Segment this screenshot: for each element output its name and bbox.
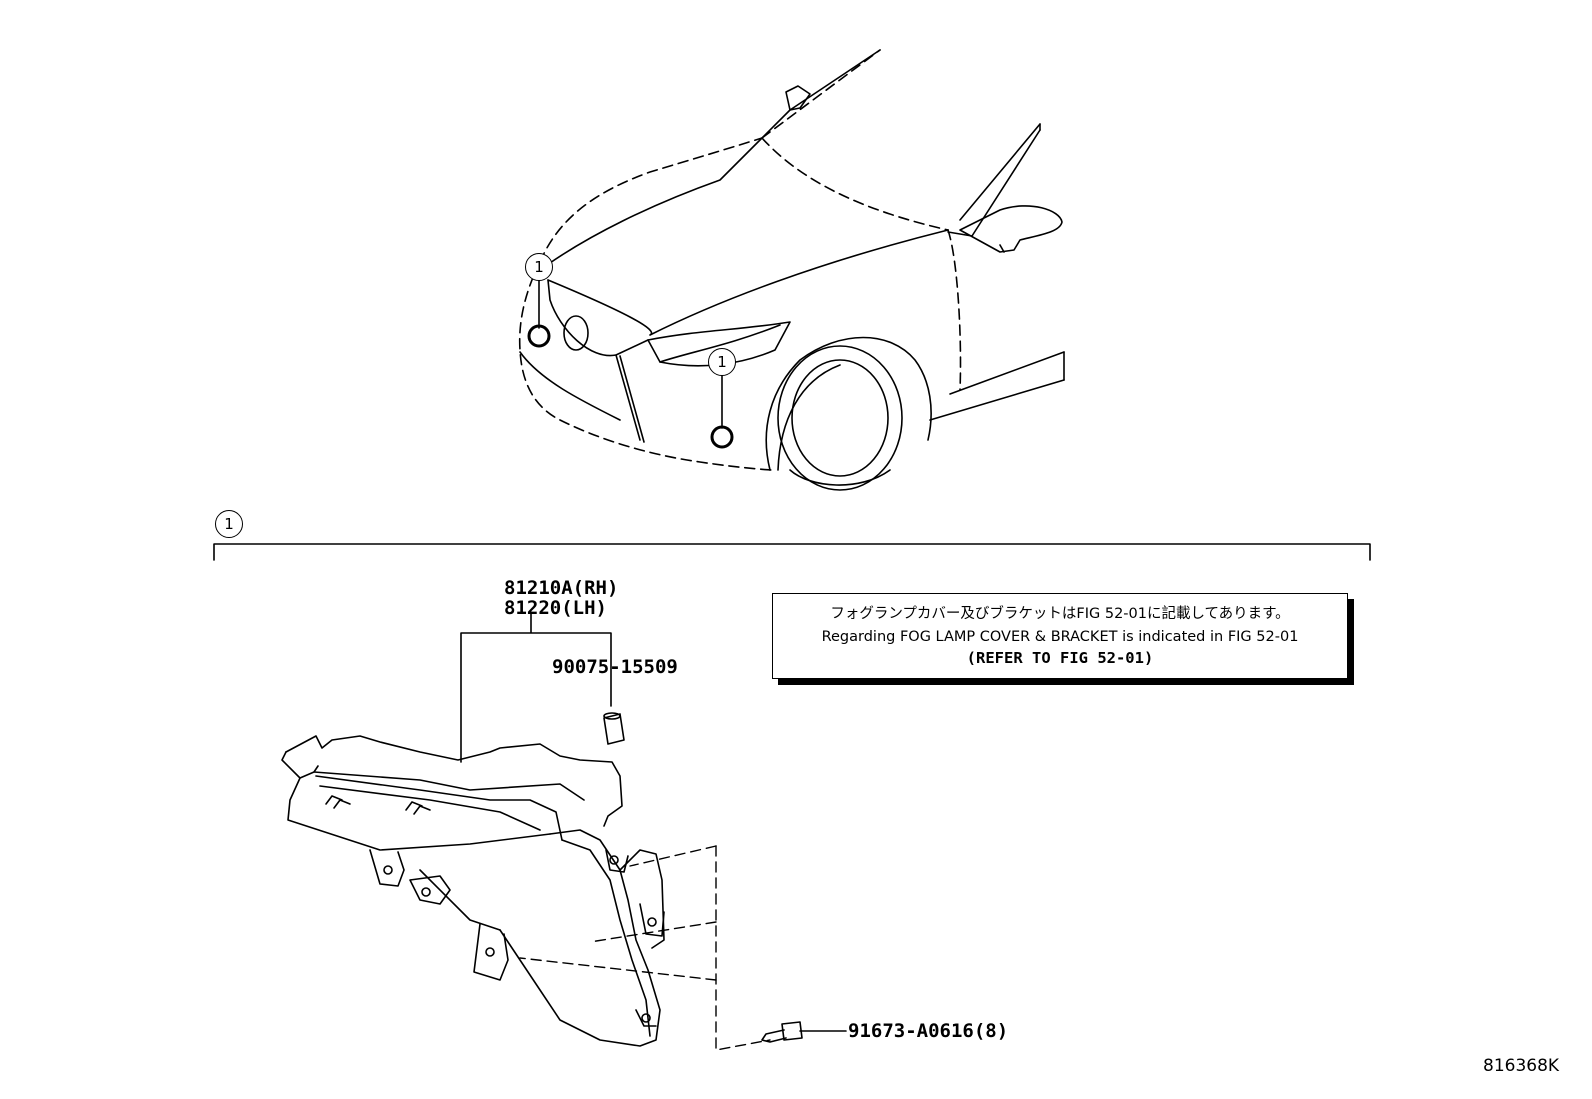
callout-car-left: 1	[525, 253, 553, 281]
screw-illustration	[761, 1021, 803, 1043]
callout-section: 1	[215, 510, 243, 538]
car-callout-leaders	[527, 278, 734, 449]
reference-note: フォグランプカバー及びブラケットはFIG 52-01に記載してあります。 Reg…	[772, 593, 1348, 679]
car-front-illustration	[518, 49, 1065, 491]
label-screw: 91673-A0616(8)	[848, 1020, 1009, 1042]
lamp-leader	[460, 611, 612, 763]
note-english: Regarding FOG LAMP COVER & BRACKET is in…	[821, 629, 1299, 645]
note-japanese: フォグランプカバー及びブラケットはFIG 52-01に記載してあります。	[830, 606, 1290, 622]
label-lamp-rh: 81210A(RH)	[504, 577, 619, 599]
figure-number: 816368K	[1483, 1056, 1560, 1076]
fog-lamp-assembly	[281, 712, 665, 1047]
label-clip: 90075-15509	[552, 656, 678, 678]
alignment-lines	[519, 845, 771, 1051]
callout-car-right: 1	[708, 348, 736, 376]
note-refer: (REFER TO FIG 52-01)	[966, 649, 1154, 667]
label-lamp-lh: 81220(LH)	[504, 597, 607, 619]
section-bracket	[213, 543, 1371, 561]
